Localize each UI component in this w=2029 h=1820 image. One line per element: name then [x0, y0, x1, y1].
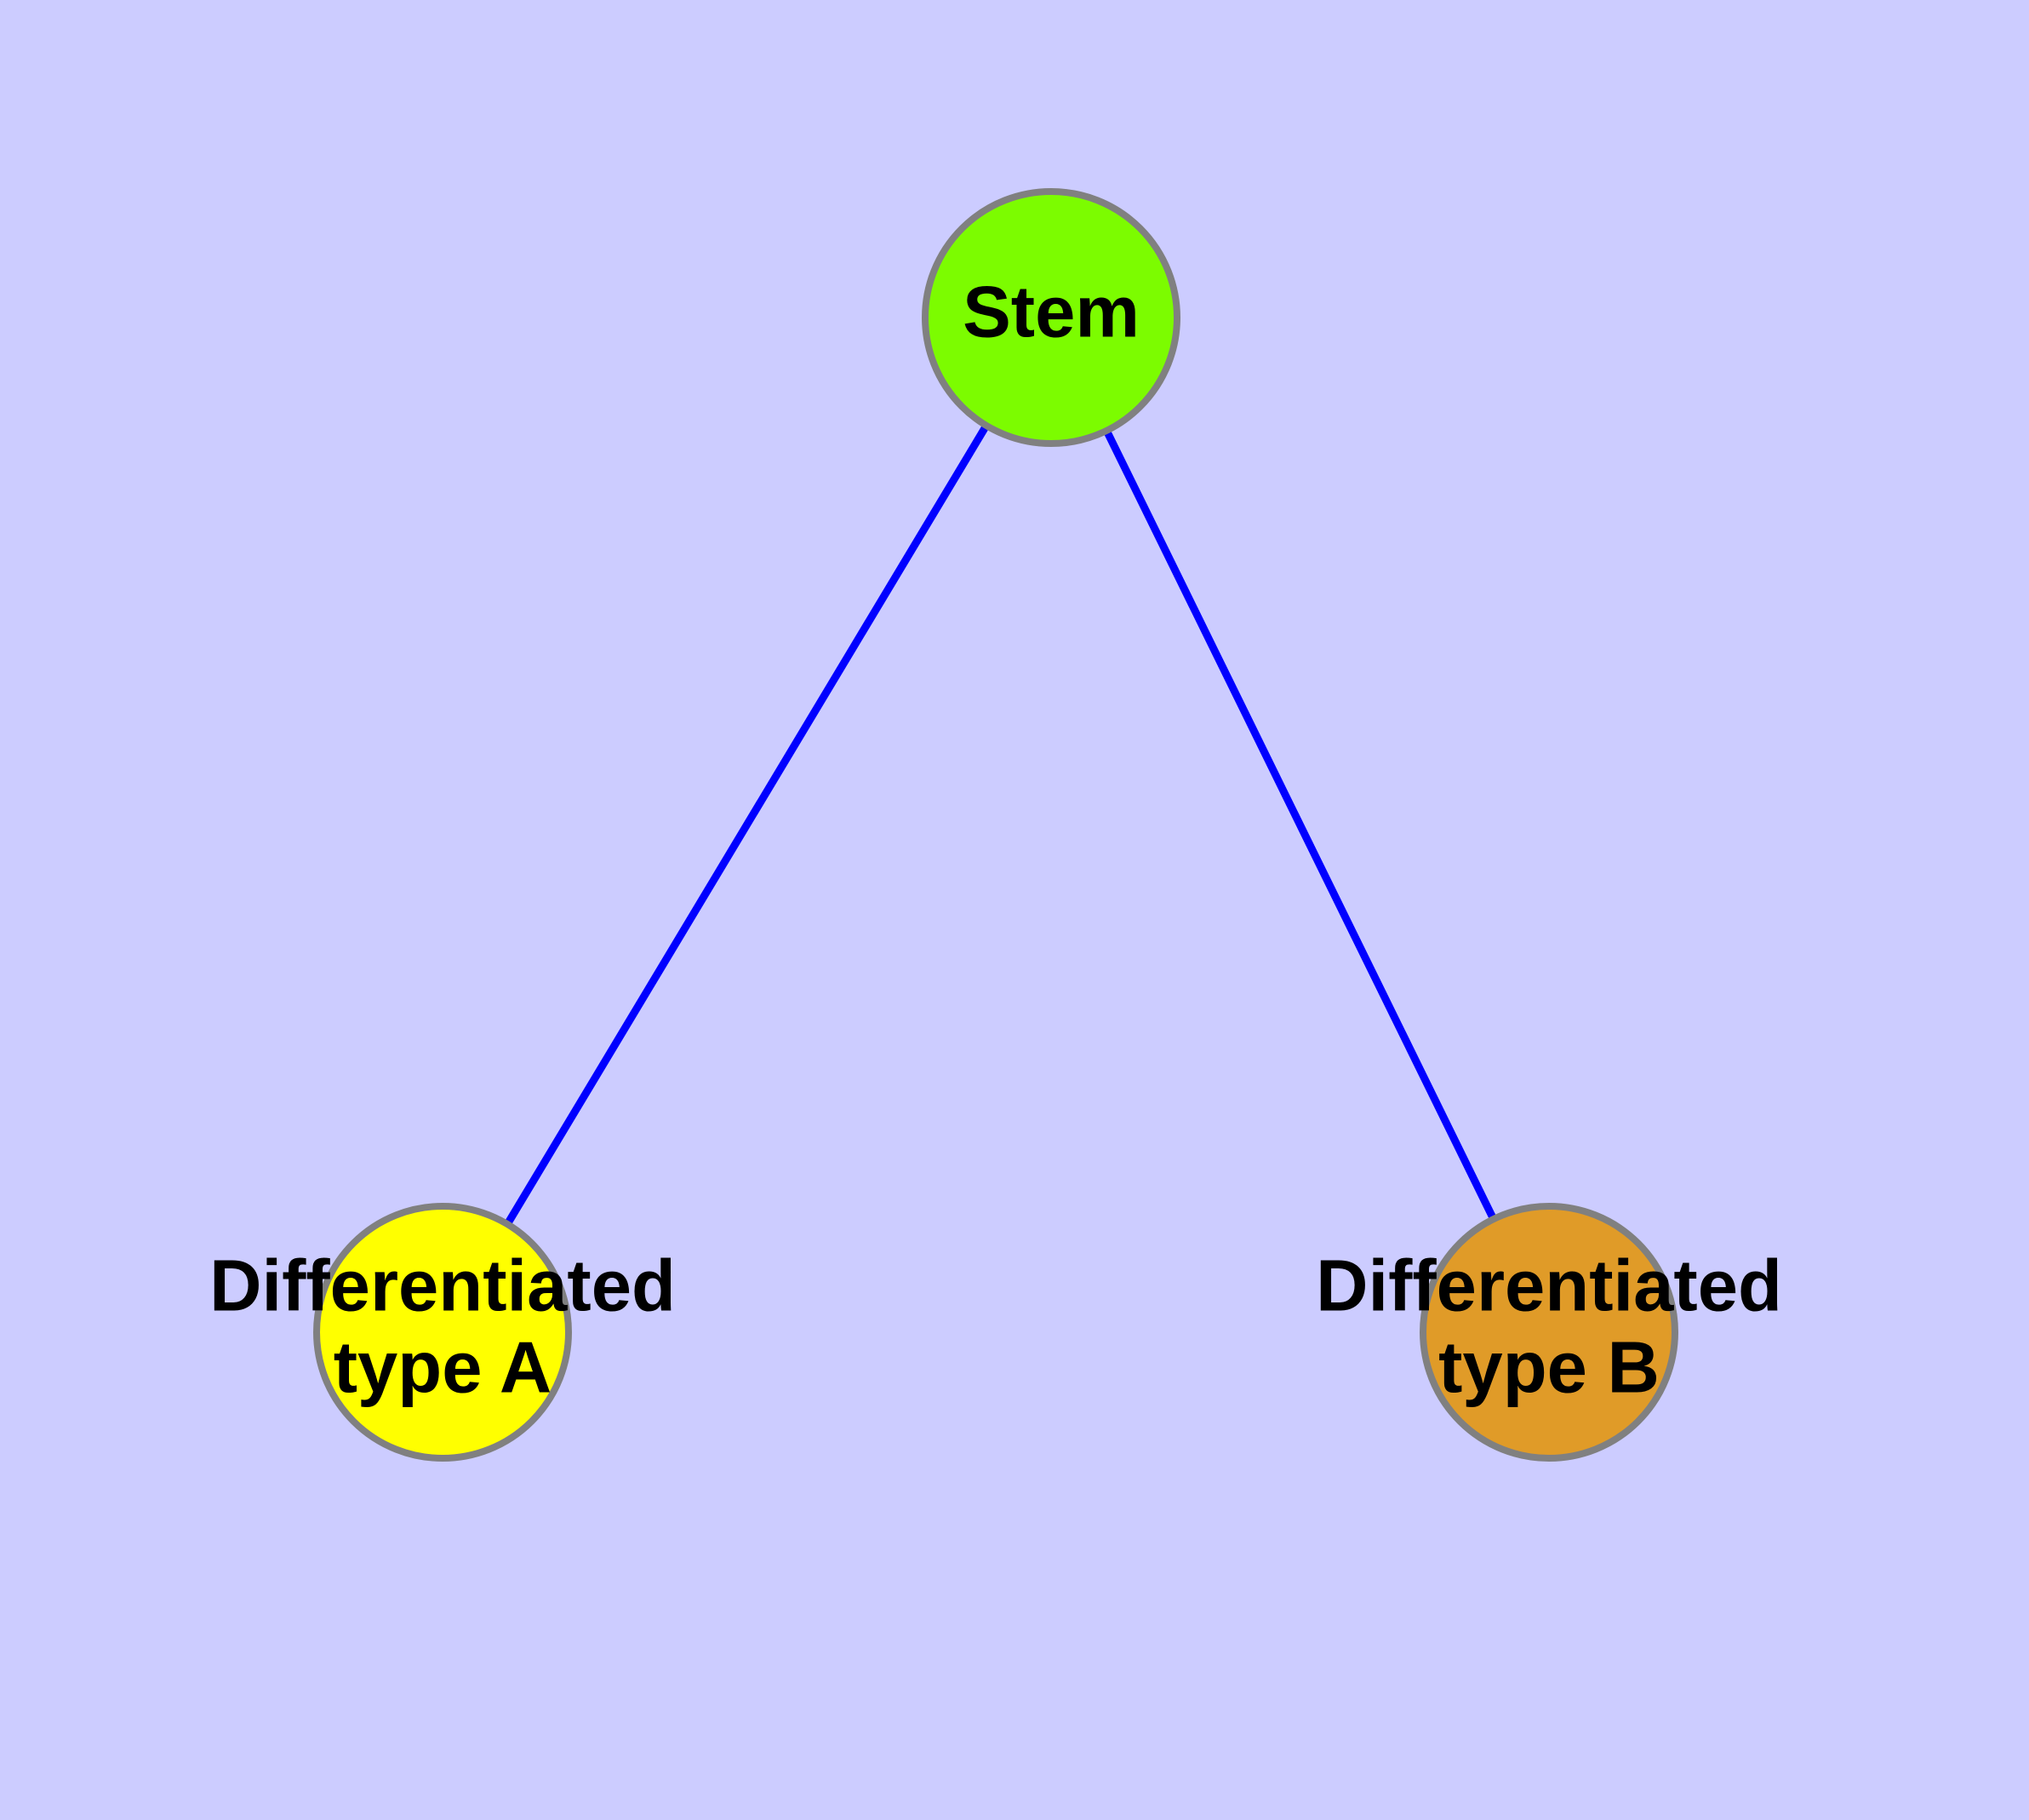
node-label-differentiated-b-line2: type B: [1438, 1327, 1660, 1408]
node-label-differentiated-b-line1: Differentiated: [1316, 1245, 1782, 1326]
node-layer: [313, 188, 1678, 1462]
edge-stem-to-differentiated-a[interactable]: [439, 315, 1055, 1335]
node-label-stem: Stem: [963, 272, 1140, 352]
node-label-differentiated-a-line1: Differentiated: [209, 1245, 676, 1326]
node-differentiated-type-b[interactable]: [1420, 1203, 1678, 1462]
edge-stem-to-differentiated-b[interactable]: [1047, 316, 1553, 1334]
node-label-differentiated-a-line2: type A: [334, 1327, 552, 1408]
node-differentiated-type-a[interactable]: [313, 1203, 572, 1462]
edge-layer: [439, 315, 1553, 1335]
label-layer: Stem Differentiated type A Differentiate…: [209, 272, 1782, 1408]
node-stem[interactable]: [922, 188, 1180, 447]
